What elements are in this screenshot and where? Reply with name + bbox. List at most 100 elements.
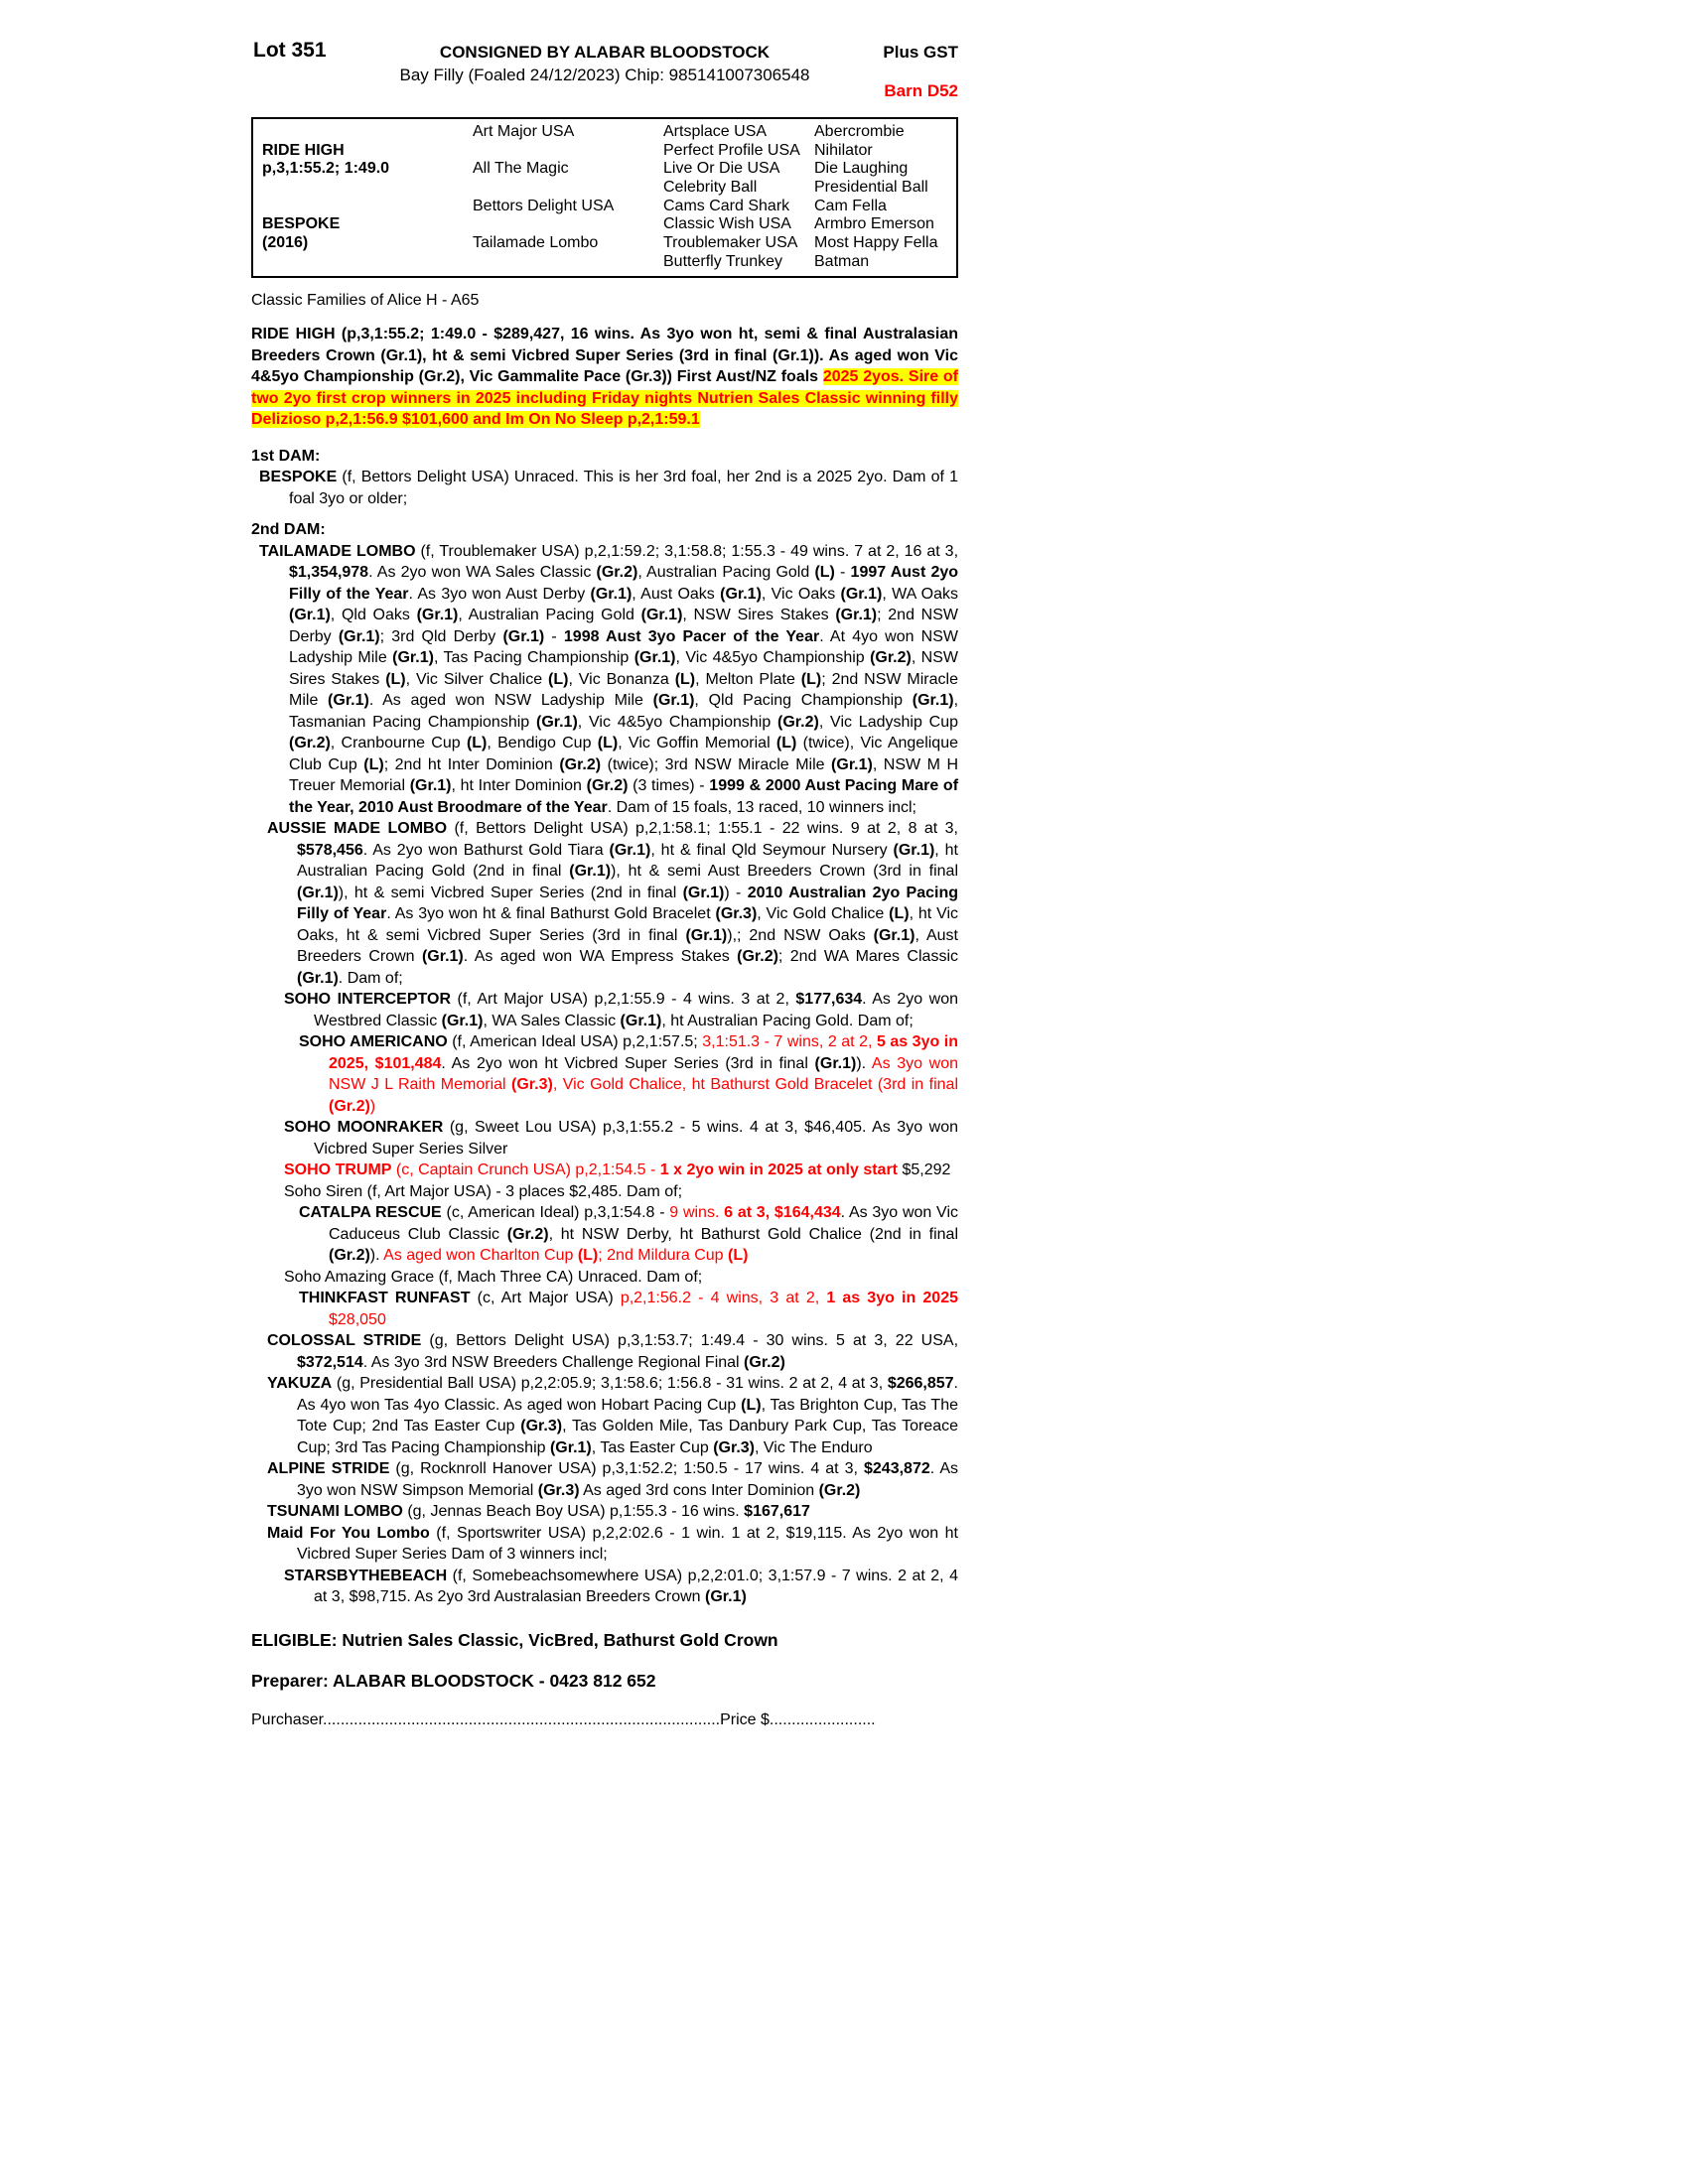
text-segment: ) [369,1097,376,1115]
text-segment: ), ht & semi Vicbred Super Series (2nd i… [338,884,683,901]
text-segment: , Vic Oaks [761,585,841,603]
text-segment: (Gr.1) [441,1012,484,1029]
pedigree-paragraph: SOHO AMERICANO (f, American Ideal USA) p… [299,1031,958,1117]
text-segment: $177,634 [795,991,863,1008]
text-segment: As aged won Charlton Cup [383,1247,578,1264]
text-segment: ) - [724,884,748,901]
text-segment: (Gr.1) [502,627,545,645]
text-segment: CATALPA RESCUE [299,1204,442,1221]
pedigree-paragraph: Soho Amazing Grace (f, Mach Three CA) Un… [284,1267,958,1289]
text-segment: BESPOKE [259,469,338,485]
pedigree-paragraph: SOHO INTERCEPTOR (f, Art Major USA) p,2,… [284,989,958,1031]
text-segment: (Gr.1) [590,585,633,603]
text-segment: (Gr.1) [814,1054,857,1072]
text-segment: (L) [741,1396,762,1414]
text-segment: , Vic Gold Chalice, ht Bathurst Gold Bra… [552,1076,958,1093]
text-segment: . At 4yo won NSW Ladyship Mile [289,627,959,667]
text-segment: (g, Rocknroll Hanover USA) p,3,1:52.2; 1… [389,1460,864,1477]
pedigree-gen2-sire-dam: All The Magic [473,160,569,178]
text-segment: 2010 Australian 2yo Pacing Filly of Year [297,884,959,923]
text-segment: , Tas Pacing Championship [433,649,634,666]
text-segment: (Gr.3) [520,1418,563,1434]
text-segment: ), ht & semi Aust Breeders Crown (3rd in… [611,863,958,880]
pedigree-paragraph: Maid For You Lombo (f, Sportswriter USA)… [267,1523,958,1566]
text-segment: (Gr.1) [409,777,452,794]
pedigree-gen4-cell: Die Laughing [814,160,909,178]
pedigree-gen3-cell: Celebrity Ball [663,179,758,197]
text-segment: (L) [548,670,569,688]
text-segment: (Gr.1) [831,755,873,773]
pedigree-paragraph: STARSBYTHEBEACH (f, Somebeachsomewhere U… [284,1566,958,1608]
text-segment: (f, Somebeachsomewhere USA) p,2,2:01.0; … [314,1567,958,1606]
text-segment: (Gr.2) [329,1247,370,1264]
text-segment: , ht Inter Dominion [451,777,587,794]
text-segment: RIDE HIGH (p,3,1:55.2; 1:49.0 - $289,427… [251,326,958,385]
text-segment: ; 3rd Qld Derby [379,627,503,645]
text-segment: , Australian Pacing Gold [637,564,815,581]
second-dam-heading: 2nd DAM: [251,521,326,538]
pedigree-gen3-cell: Butterfly Trunkey [663,252,783,270]
text-segment: (Gr.1) [609,841,651,859]
text-segment: (Gr.1) [873,926,915,944]
text-segment: 1 x 2yo win in 2025 at only start [659,1161,898,1178]
text-segment: YAKUZA [267,1375,333,1392]
dam-foaling-year: (2016) [262,234,309,252]
text-segment: 1998 Aust 3yo Pacer of the Year [563,627,820,645]
lot-number: Lot 351 [253,39,327,62]
text-segment: (f, Bettors Delight USA) p,2,1:58.1; 1:5… [447,820,959,837]
pedigree-gen2-sire-sire: Art Major USA [473,123,575,140]
text-segment: . As 3yo won Aust Derby [408,585,591,603]
text-segment: As aged 3rd cons Inter Dominion [579,1481,819,1499]
text-segment: (Gr.1) [633,649,676,666]
consignor-line: CONSIGNED BY ALABAR BLOODSTOCK [439,43,771,62]
text-segment: , Vic The Enduro [755,1438,873,1456]
text-segment: THINKFAST RUNFAST [299,1290,471,1306]
text-segment: $243,872 [864,1460,930,1477]
family-line: Classic Families of Alice H - A65 [251,291,480,309]
text-segment: , Vic Ladyship Cup [818,713,958,731]
text-segment: , Vic Goffin Memorial [618,735,776,751]
text-segment: . As 2yo won WA Sales Classic [368,564,597,581]
text-segment: (g, Jennas Beach Boy USA) p,1:55.3 - 16 … [402,1503,745,1520]
text-segment: (L) [674,670,696,688]
pedigree-gen3-cell: Cams Card Shark [663,197,790,214]
text-segment: (Gr.2) [777,713,819,731]
text-segment: . As 3yo won NSW Simpson Memorial [297,1460,958,1499]
first-dam-heading: 1st DAM: [251,447,321,465]
text-segment: (L) [577,1247,599,1264]
text-segment: $578,456 [297,841,363,859]
text-segment: , Vic 4&5yo Championship [577,713,778,731]
catalog-page: Lot 351 CONSIGNED BY ALABAR BLOODSTOCK B… [251,40,958,1730]
text-segment: , Vic 4&5yo Championship [675,649,871,666]
text-segment: (f, Troublemaker USA) p,2,1:59.2; 3,1:58… [415,542,959,560]
pedigree-gen2-dam-dam: Tailamade Lombo [473,234,599,252]
pedigree-gen3-cell: Perfect Profile USA [663,141,800,159]
pedigree-paragraph: COLOSSAL STRIDE (g, Bettors Delight USA)… [267,1330,958,1373]
pedigree-gen4-cell: Presidential Ball [814,179,928,197]
text-segment: (c, Captain Crunch USA) p,2,1:54.5 - [391,1161,660,1178]
text-segment: (Gr.2) [596,564,638,581]
text-segment: (Gr.1) [297,969,339,987]
text-segment: (Gr.2) [818,1481,861,1499]
text-segment: Soho Amazing Grace (f, Mach Three CA) Un… [284,1268,703,1286]
text-segment: , Melton Plate [695,670,801,688]
text-segment: , Cranbourne Cup [330,735,467,751]
text-segment: $5,292 [898,1161,951,1178]
text-segment: . Dam of 15 foals, 13 raced, 10 winners … [607,798,916,816]
text-segment: , Tas Brighton Cup, Tas The Tote Cup; 2n… [297,1396,959,1435]
pedigree-paragraph: SOHO TRUMP (c, Captain Crunch USA) p,2,1… [284,1160,958,1181]
text-segment: ; 2nd NSW Miracle Mile [289,670,958,710]
text-segment: $28,050 [329,1310,386,1328]
text-segment: SOHO MOONRAKER [284,1119,444,1136]
pedigree-gen4-cell: Most Happy Fella [814,234,938,252]
text-segment: 1 as 3yo in 2025 [826,1290,958,1306]
text-segment: As 3yo won NSW J L Raith Memorial [329,1054,959,1094]
text-segment: 3,1:51.3 - 7 wins, 2 at 2, [702,1033,877,1050]
pedigree-paragraph: SOHO MOONRAKER (g, Sweet Lou USA) p,3,1:… [284,1117,958,1160]
text-segment: (Gr.2) [329,1097,370,1115]
text-segment: ; 2nd Mildura Cup [598,1247,728,1264]
text-segment: (L) [385,670,406,688]
text-segment: . As 4yo won Tas 4yo Classic. As aged wo… [297,1375,958,1414]
text-segment: (f, Sportswriter USA) p,2,2:02.6 - 1 win… [297,1524,958,1564]
text-segment: , ht & final Qld Seymour Nursery [650,841,894,859]
